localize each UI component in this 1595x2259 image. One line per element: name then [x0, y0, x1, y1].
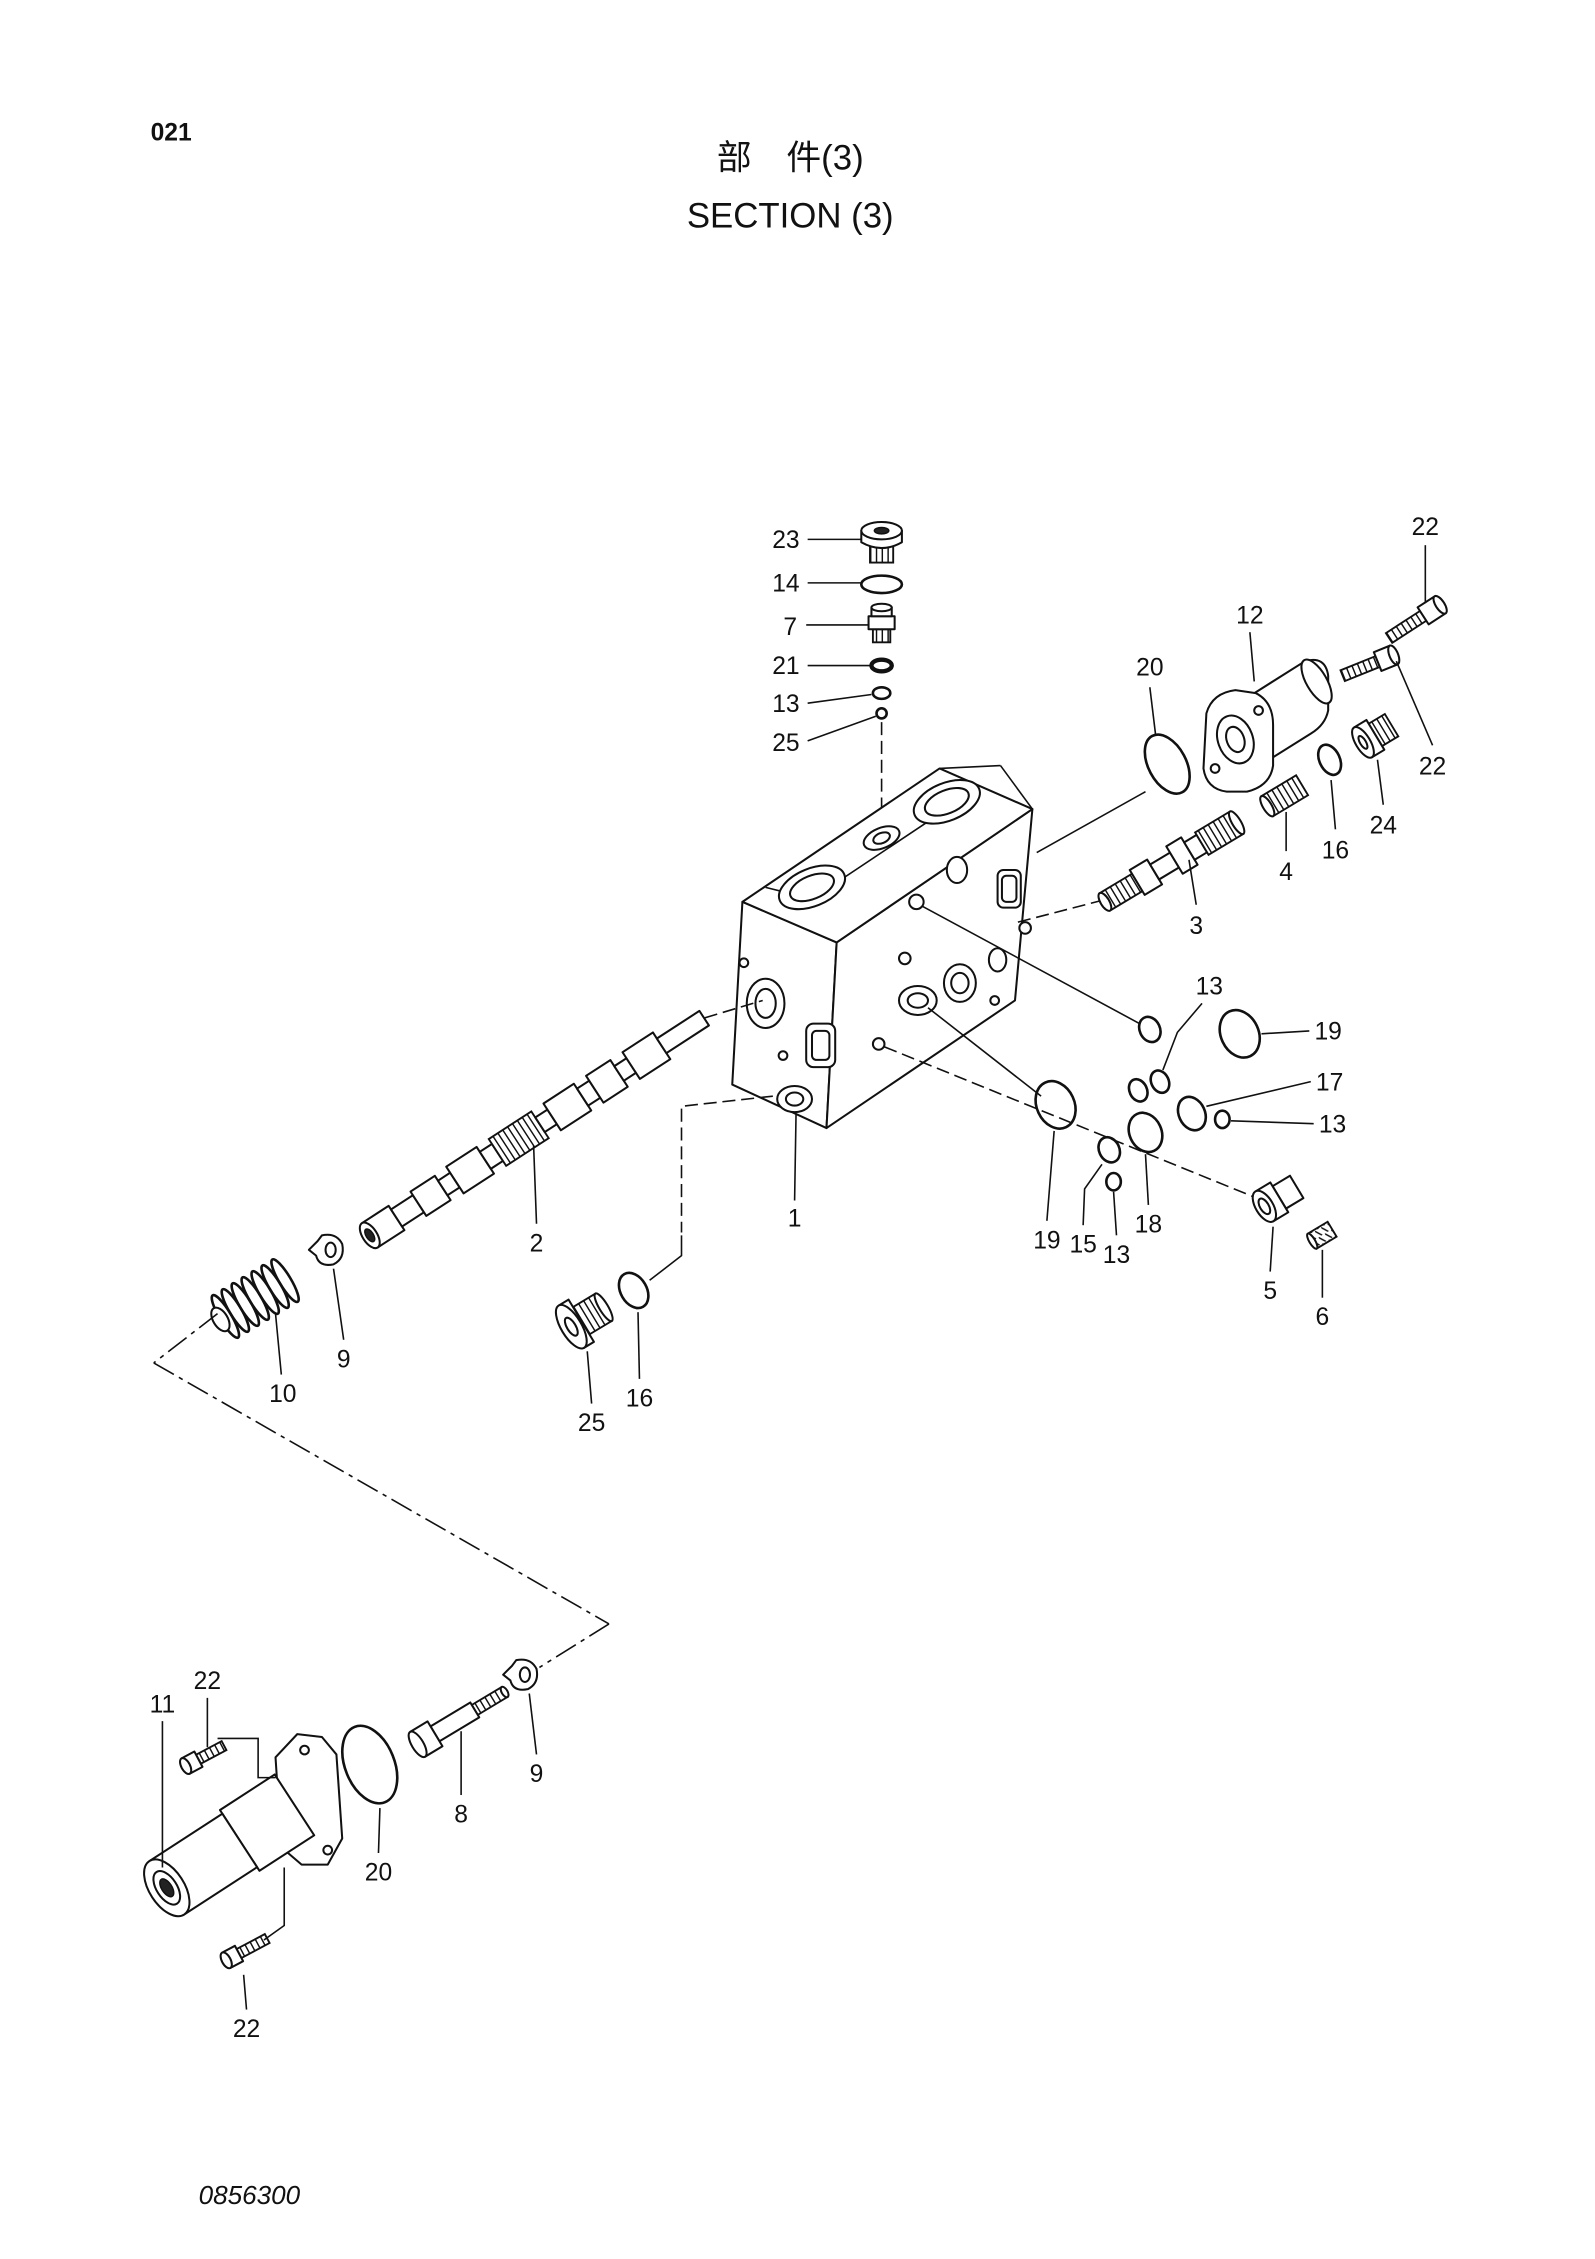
callout-19: 19	[1033, 1227, 1060, 1254]
callout-16: 16	[1322, 837, 1349, 864]
leader-body-to-ring-19	[927, 1007, 1042, 1097]
part-3-cartridge	[1097, 810, 1246, 912]
callout-25: 25	[578, 1410, 605, 1437]
part-13-o-ring-d	[1213, 1109, 1231, 1130]
callout-5: 5	[1263, 1278, 1277, 1305]
part-9-washer-lower	[502, 1658, 539, 1691]
part-20-o-ring	[1143, 733, 1191, 795]
part-20-o-ring-bottom	[341, 1724, 399, 1805]
callout-labels: 23 14 7 21 13 25 20 12 22 22 24 16 4 3 1…	[150, 514, 1447, 2043]
part-13-o-ring	[871, 685, 892, 701]
leader-port-to-ring-16	[649, 1235, 683, 1281]
leader-lines-top-stack	[806, 538, 877, 742]
part-15-o-ring	[1097, 1135, 1122, 1164]
callout-4: 4	[1279, 859, 1293, 886]
callout-22: 22	[233, 2016, 260, 2043]
page-number: 021	[151, 120, 192, 147]
centerline-part-3	[1017, 899, 1103, 923]
part-13-o-ring-a	[1137, 1015, 1162, 1044]
callout-3: 3	[1189, 913, 1203, 940]
part-23-plug	[860, 520, 903, 564]
callout-9: 9	[337, 1346, 351, 1373]
centerline-lower-port	[680, 1095, 773, 1233]
callout-22: 22	[1412, 514, 1439, 541]
part-22-bolt-bottom-upper	[179, 1739, 228, 1775]
callout-16: 16	[626, 1385, 653, 1412]
part-8-stud	[407, 1685, 510, 1759]
callout-18: 18	[1135, 1211, 1162, 1238]
callout-7: 7	[783, 614, 797, 641]
callout-22: 22	[1419, 753, 1446, 780]
callout-12: 12	[1236, 602, 1263, 629]
callout-13: 13	[1103, 1242, 1130, 1269]
part-1-valve-body	[731, 764, 1034, 1130]
part-5-check-plug	[1251, 1174, 1305, 1223]
callout-2: 2	[530, 1230, 544, 1257]
part-22-bolt-upper	[1384, 594, 1448, 645]
callout-20: 20	[365, 1860, 392, 1887]
part-13-o-ring-b	[1127, 1077, 1149, 1103]
callout-15: 15	[1069, 1232, 1096, 1259]
part-19-o-ring-lower	[1034, 1079, 1077, 1130]
callout-11: 11	[150, 1691, 176, 1718]
callout-20: 20	[1136, 655, 1163, 682]
callout-23: 23	[772, 527, 799, 554]
callout-8: 8	[454, 1802, 468, 1829]
part-25-ball	[875, 706, 888, 720]
callout-1: 1	[788, 1206, 802, 1233]
part-25-plug	[554, 1292, 614, 1350]
centerline-part-5	[884, 1046, 1256, 1199]
part-22-bolt-bottom-lower	[219, 1932, 271, 1970]
centerline-end-cap-assembly	[153, 1313, 610, 1669]
part-16-o-ring-lower	[617, 1271, 650, 1310]
part-12-housing	[1202, 658, 1333, 793]
callout-9: 9	[530, 1761, 544, 1788]
callout-21: 21	[772, 653, 799, 680]
part-2-spool	[358, 1009, 710, 1250]
callout-14: 14	[772, 571, 799, 598]
leader-body-to-ring-20	[1036, 790, 1146, 854]
callout-17: 17	[1316, 1069, 1343, 1096]
leader-lines-bottom	[161, 1693, 538, 2010]
part-24-plug	[1351, 712, 1400, 759]
leader-lines-lower-left	[274, 1268, 641, 1404]
part-13-o-ring-e	[1105, 1171, 1123, 1192]
callout-22: 22	[194, 1668, 221, 1695]
drawing-number: 0856300	[199, 2180, 301, 2210]
leader-body-to-ring-13	[921, 905, 1141, 1025]
part-10-spring	[210, 1257, 300, 1340]
part-18-o-ring	[1127, 1111, 1164, 1154]
callout-13: 13	[772, 691, 799, 718]
leader-lines-lower-right	[532, 1002, 1324, 1298]
part-7-fitting	[867, 602, 896, 644]
callout-24: 24	[1370, 813, 1397, 840]
part-9-washer-upper	[307, 1233, 344, 1266]
leader-lines-upper-right	[1149, 545, 1434, 905]
title-japanese: 部 件(3)	[717, 139, 864, 178]
callout-25: 25	[772, 730, 799, 757]
part-11-cover-housing	[143, 1733, 344, 1918]
centerline-spool	[704, 999, 763, 1019]
callout-10: 10	[269, 1381, 296, 1408]
part-21-ring	[869, 657, 894, 674]
part-6-spring	[1306, 1220, 1338, 1250]
title-english: SECTION (3)	[687, 198, 894, 236]
part-17-o-ring	[1176, 1095, 1208, 1132]
part-14-o-ring	[859, 574, 904, 595]
callout-19: 19	[1314, 1019, 1341, 1046]
part-13-o-ring-c	[1149, 1069, 1171, 1095]
part-19-o-ring-upper	[1218, 1008, 1262, 1059]
part-4-threaded-sleeve	[1259, 774, 1310, 818]
callout-13: 13	[1319, 1111, 1346, 1138]
part-22-bolt-lower	[1339, 644, 1401, 683]
callout-13: 13	[1196, 974, 1223, 1001]
callout-6: 6	[1316, 1304, 1330, 1331]
part-16-o-ring	[1316, 743, 1343, 777]
